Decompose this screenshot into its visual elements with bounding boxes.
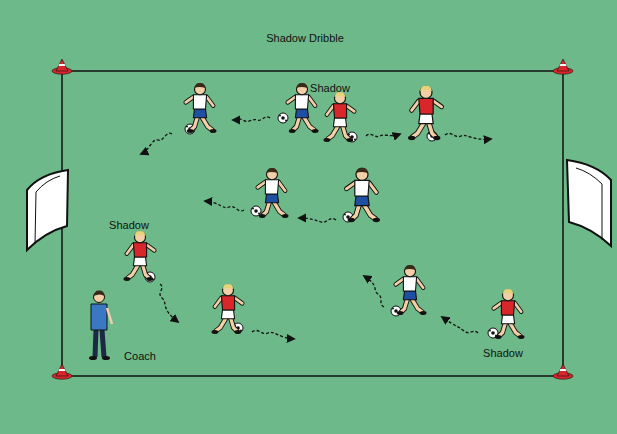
coach-label: Coach: [124, 350, 156, 362]
left-goal: [27, 170, 68, 250]
label-holder: Shadow: [483, 343, 523, 361]
coach-figure: [89, 290, 112, 360]
shadow-label: Shadow: [109, 219, 149, 231]
footballs: [145, 113, 498, 338]
shadow-label: Shadow: [310, 82, 350, 94]
dribble-arrows: [141, 117, 491, 339]
label-holder: Shadow: [109, 215, 149, 233]
white-team-players: [186, 83, 427, 315]
red-team-players: [124, 86, 525, 339]
label-holder: Coach: [124, 346, 156, 364]
diagram-title: Shadow Dribble: [266, 32, 344, 44]
title-holder: Shadow Dribble: [266, 28, 344, 46]
label-holder: Shadow: [310, 78, 350, 96]
right-goal: [567, 160, 611, 246]
shadow-label: Shadow: [483, 347, 523, 359]
corner-cones: [52, 59, 573, 379]
pitch-boundary: [62, 71, 563, 376]
